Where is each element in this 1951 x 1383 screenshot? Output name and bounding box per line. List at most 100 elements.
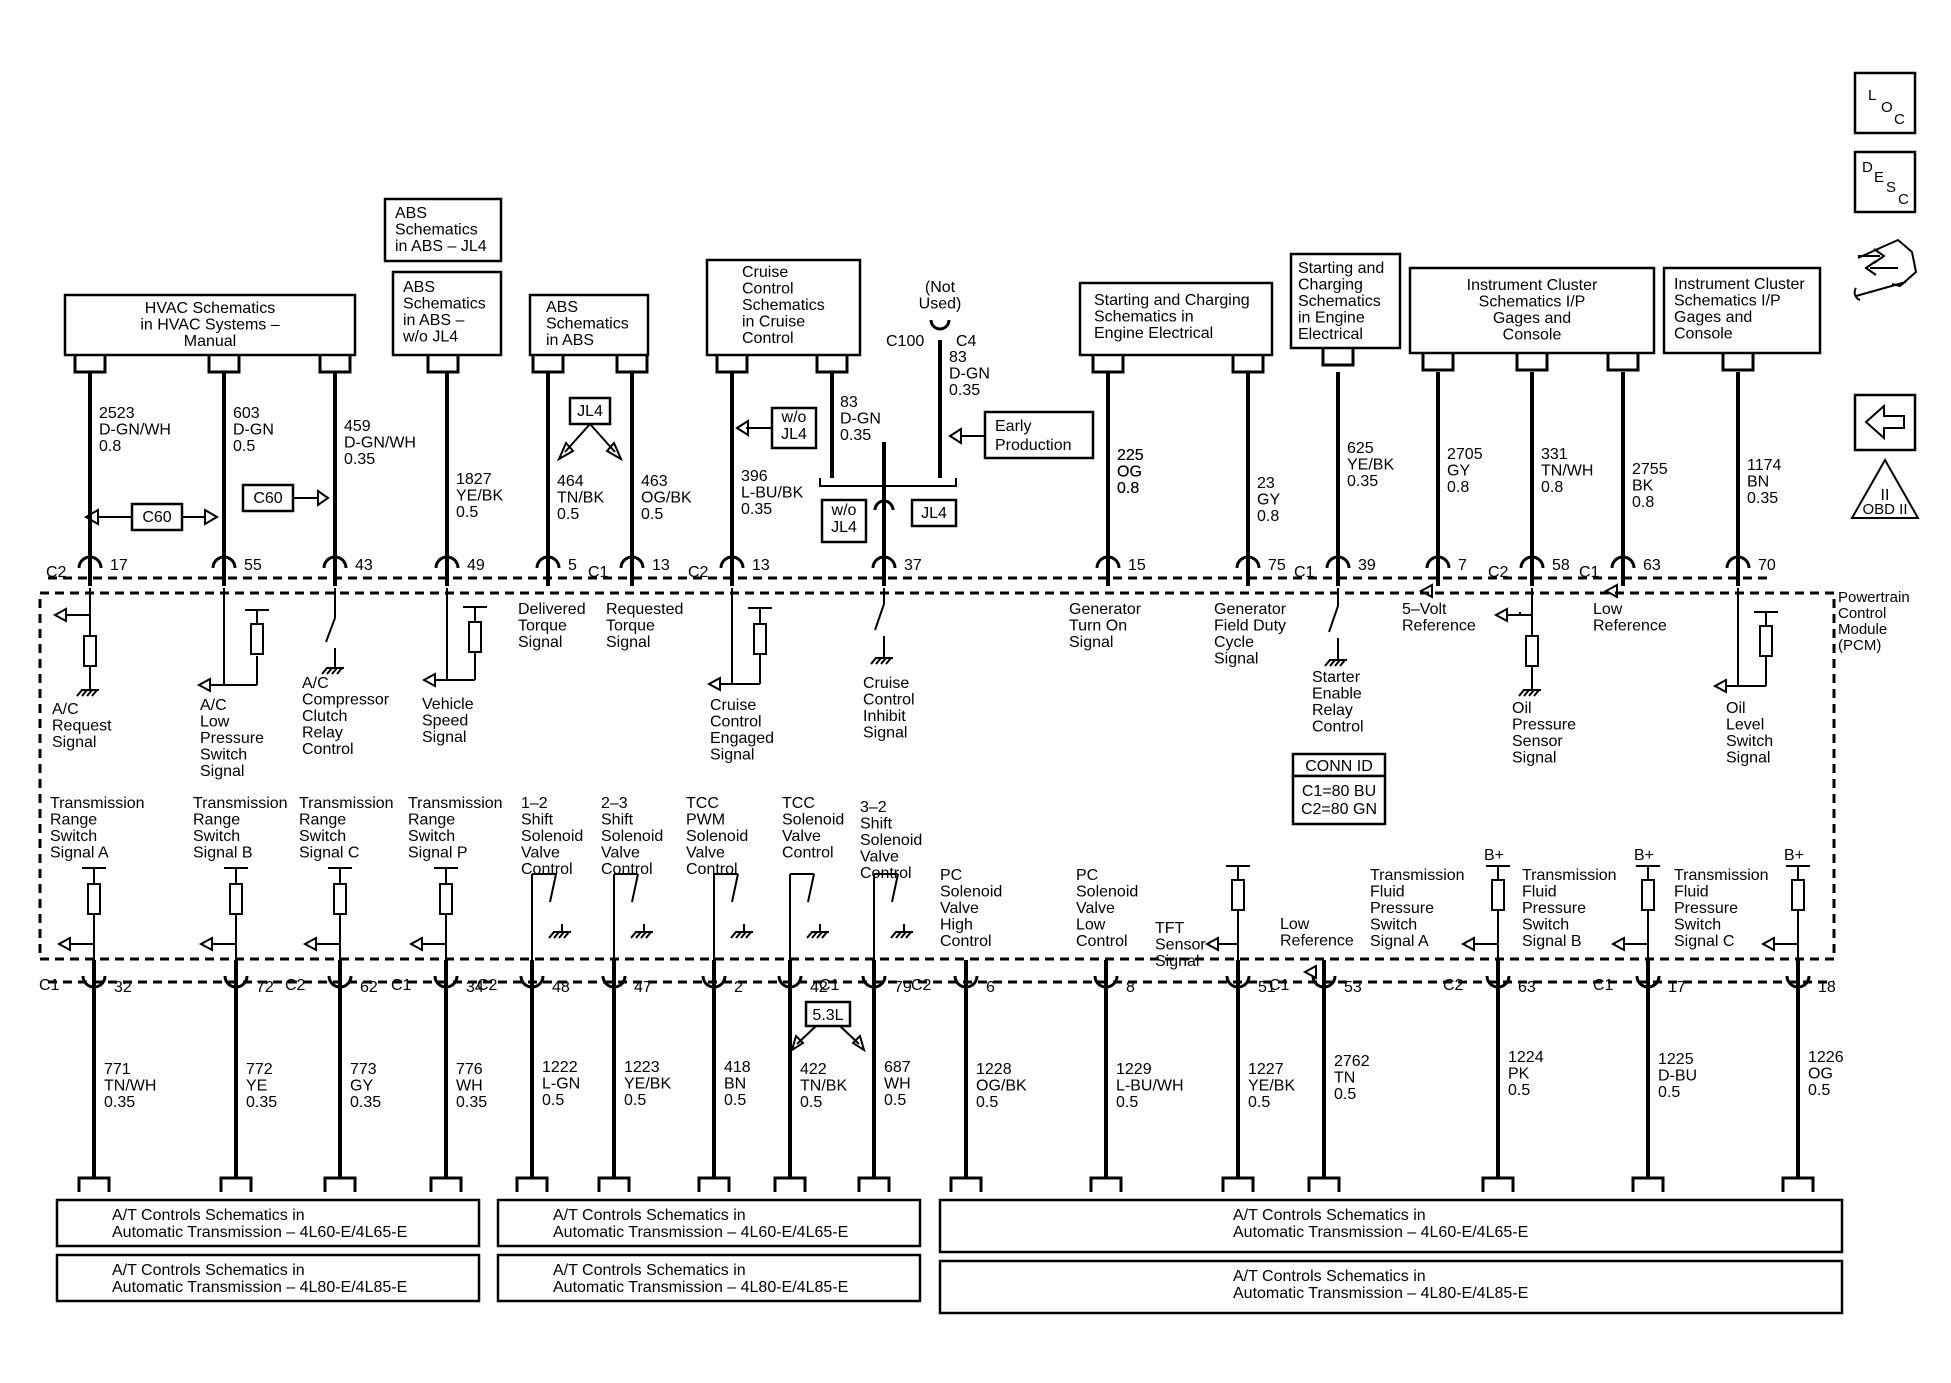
ref-box-text: Automatic Transmission – 4L60-E/4L65-E [112, 1224, 407, 1241]
signal-label: Valve [860, 849, 899, 866]
wire-label: BN [1747, 474, 1769, 491]
connector-port [1089, 1176, 1123, 1192]
ground-hatch [76, 689, 83, 697]
wire-label: L-BU/BK [741, 485, 804, 502]
signal-label: Torque [606, 618, 655, 635]
pin-number: 58 [1552, 557, 1570, 574]
signal-label: Control [940, 933, 992, 950]
resistor [753, 623, 767, 655]
pin-terminal [719, 555, 745, 569]
connector-tools-icon[interactable] [1853, 238, 1918, 301]
wire-label: 0.5 [1116, 1094, 1138, 1111]
arrow [408, 936, 423, 952]
back-arrow-icon[interactable] [1853, 393, 1917, 452]
ref-box-text: Starting and Charging [1094, 292, 1250, 309]
internal-symbols-bottom: B+B+B+5.3L [56, 847, 1810, 1053]
ground-hatch [890, 931, 897, 939]
signal-label: Oil [1726, 700, 1746, 717]
connector-id: C2 [285, 977, 306, 994]
signal-label: A/C [302, 675, 329, 692]
signal-label: Pressure [1512, 717, 1576, 734]
signal-label: Requested [606, 601, 683, 618]
signal-label: Switch [1726, 733, 1773, 750]
wire-label: OG [1117, 464, 1142, 481]
signal-label: 5–Volt [1402, 601, 1447, 618]
ref-box-frame [705, 258, 862, 357]
pin-terminal [322, 555, 348, 569]
ref-box-text: Instrument Cluster [1467, 277, 1598, 294]
wire-label: 1225 [1658, 1051, 1694, 1068]
connector-id: C2 [477, 977, 498, 994]
signal-label: Delivered [518, 601, 586, 618]
signal-label: Range [408, 812, 455, 829]
signal-label: Inhibit [863, 708, 906, 725]
ref-box-text: Automatic Transmission – 4L60-E/4L65-E [1233, 1224, 1528, 1241]
ground-hatch [336, 667, 343, 675]
tag-c60-text: C60 [253, 490, 282, 507]
signal-label: 2–3 [601, 795, 628, 812]
ref-box-text: A/T Controls Schematics in [1233, 1268, 1426, 1285]
wire-label: 0.5 [557, 506, 579, 523]
tag-wo-jl4-b-text: JL4 [831, 519, 857, 536]
resistor [1759, 625, 1773, 657]
back-arrow-frame[interactable] [1853, 393, 1917, 452]
signal-label: Signal [1726, 750, 1770, 767]
signal-label: Control [302, 741, 354, 758]
ref-box-text: Schematics [395, 222, 478, 239]
ground-hatch [1324, 659, 1331, 667]
conn-id-body [1291, 774, 1387, 826]
wire-label: 0.35 [104, 1094, 135, 1111]
ground-hatch [1523, 689, 1530, 697]
loc-icon[interactable]: LOC [1853, 71, 1917, 135]
loc-icon-frame[interactable] [1853, 71, 1917, 135]
signal-label: Signal [1512, 750, 1556, 767]
ref-box-frame [1078, 281, 1274, 357]
resistor [1231, 879, 1245, 911]
wire-label-83b: 0.35 [949, 382, 980, 399]
wire-label: 0.5 [884, 1092, 906, 1109]
signal-label: Switch [50, 828, 97, 845]
pin-number: 17 [110, 557, 128, 574]
ref-box-text: Gages and [1493, 310, 1571, 327]
signal-label: Fluid [1674, 884, 1709, 901]
tag-wo-jl4-b-text: w/o [831, 502, 857, 519]
connector-port [515, 1176, 549, 1192]
wire-label: 396 [741, 468, 768, 485]
connector-id: C2 [911, 977, 932, 994]
connector-port [1231, 355, 1265, 374]
signal-label: Signal [1069, 634, 1113, 651]
tag-jl4-text: JL4 [577, 403, 603, 420]
signal-label: Engaged [710, 730, 774, 747]
pin-terminal [1095, 555, 1121, 569]
wire-label: 0.8 [99, 438, 121, 455]
wire-label: 1224 [1508, 1049, 1544, 1066]
connector-port [949, 1176, 983, 1192]
ref-box-text: in Cruise [742, 314, 805, 331]
ref-box-text: Schematics in [1094, 309, 1194, 326]
wire-label: 687 [884, 1059, 911, 1076]
signal-label: Field Duty [1214, 618, 1286, 635]
wire-label: 1174 [1747, 457, 1782, 474]
conn-id-line: C2=80 GN [1301, 801, 1377, 818]
resistor [87, 883, 101, 915]
ground-hatch [740, 931, 747, 939]
signal-label: Fluid [1522, 884, 1557, 901]
arrow [1302, 964, 1317, 980]
wire-label: YE/BK [1248, 1078, 1295, 1095]
desc-icon-frame[interactable] [1853, 150, 1917, 214]
signal-label: Switch [1674, 917, 1721, 934]
signal-label: Switch [1370, 917, 1417, 934]
desc-letter: S [1886, 179, 1896, 196]
wire-label: BN [724, 1076, 746, 1093]
ref-box-text: Schematics [1298, 293, 1381, 310]
